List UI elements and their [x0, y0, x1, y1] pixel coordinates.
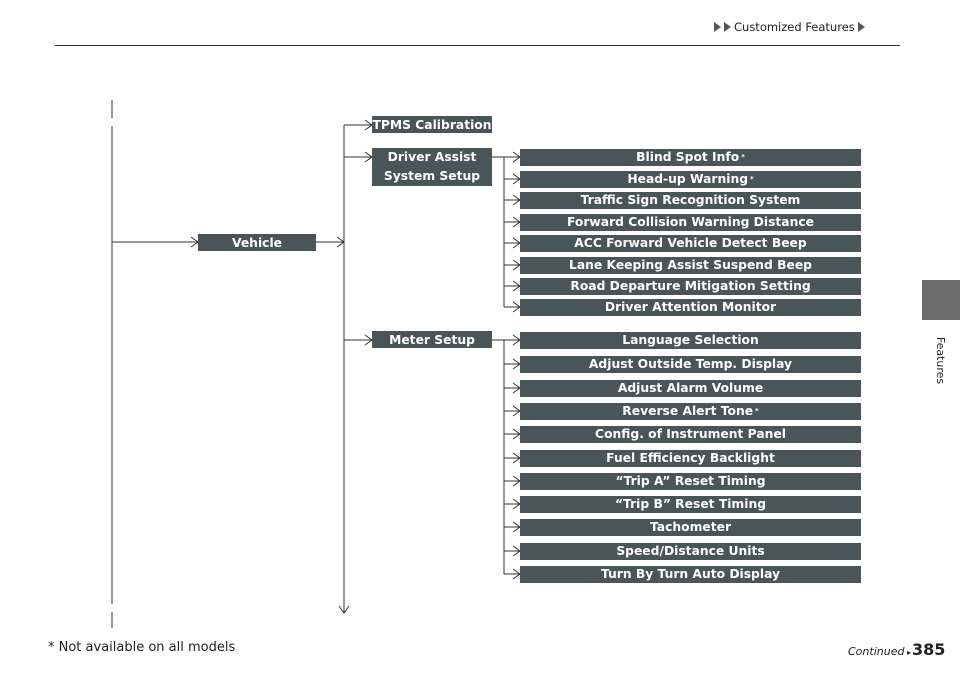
section-tab	[922, 280, 960, 320]
continued-label: Continued ▸	[848, 645, 912, 658]
meter-setup-item: Reverse Alert Tone*	[520, 402, 861, 420]
meter-setup-item: Speed/Distance Units	[520, 542, 861, 560]
vehicle-label: Vehicle	[198, 234, 316, 251]
driver-assist-item: Traffic Sign Recognition System	[520, 191, 861, 209]
meter-setup-item-label: “Trip B” Reset Timing	[614, 497, 767, 511]
driver-assist-item-label: ACC Forward Vehicle Detect Beep	[574, 236, 807, 250]
meter-setup-label: Meter Setup	[372, 331, 492, 348]
meter-setup-item: Adjust Alarm Volume	[520, 379, 861, 397]
meter-setup-item: Tachometer	[520, 518, 861, 536]
arrow-right-icon	[714, 22, 721, 32]
driver-assist-item-label: Blind Spot Info	[636, 150, 740, 164]
driver-assist-item-label: Lane Keeping Assist Suspend Beep	[569, 258, 812, 272]
meter-setup-item: Turn By Turn Auto Display	[520, 565, 861, 583]
driver-assist-line2: System Setup	[383, 169, 481, 183]
footnote: * Not available on all models	[48, 640, 236, 655]
meter-setup-item-label: Language Selection	[622, 333, 759, 347]
driver-assist-line1: Driver Assist	[387, 150, 477, 164]
breadcrumb-label: Customized Features	[734, 20, 855, 34]
meter-setup-item-label: Fuel Efficiency Backlight	[606, 451, 775, 465]
breadcrumb: Customized Features	[714, 18, 865, 36]
driver-assist-item-label: Driver Attention Monitor	[604, 300, 777, 314]
arrow-right-icon: ▸	[904, 648, 912, 657]
driver-assist-item-label: Forward Collision Warning Distance	[567, 215, 814, 229]
driver-assist-item: Blind Spot Info*	[520, 148, 861, 166]
meter-setup-item: Fuel Efficiency Backlight	[520, 449, 861, 467]
driver-assist-item: Forward Collision Warning Distance	[520, 213, 861, 231]
meter-setup-item-label: Adjust Outside Temp. Display	[588, 357, 793, 371]
meter-setup-item: Adjust Outside Temp. Display	[520, 355, 861, 373]
meter-setup-item-label: Turn By Turn Auto Display	[600, 567, 781, 581]
page-number: 385	[912, 640, 946, 659]
arrow-right-icon	[857, 22, 865, 32]
meter-setup-item-label: Tachometer	[649, 520, 732, 534]
driver-assist-item: ACC Forward Vehicle Detect Beep	[520, 234, 861, 252]
meter-setup-item-label: Reverse Alert Tone	[622, 404, 754, 418]
tpms-calibration-label: TPMS Calibration	[372, 116, 492, 133]
meter-setup-item-label: Adjust Alarm Volume	[617, 381, 764, 395]
meter-setup-item-label: Config. of Instrument Panel	[595, 427, 786, 441]
meter-setup-item: Language Selection	[520, 331, 861, 349]
driver-assist-item: Road Departure Mitigation Setting	[520, 277, 861, 295]
driver-assist-item-label: Head-up Warning	[627, 172, 748, 186]
driver-assist-item: Lane Keeping Assist Suspend Beep	[520, 256, 861, 274]
meter-setup-item: Config. of Instrument Panel	[520, 425, 861, 443]
meter-setup-item: “Trip B” Reset Timing	[520, 495, 861, 513]
driver-assist-item-label: Road Departure Mitigation Setting	[570, 279, 811, 293]
header-rule	[55, 45, 900, 46]
driver-assist-item-label: Traffic Sign Recognition System	[580, 193, 801, 207]
meter-setup-item: “Trip A” Reset Timing	[520, 472, 861, 490]
driver-assist-item: Driver Attention Monitor	[520, 298, 861, 316]
meter-setup-item-label: Speed/Distance Units	[616, 544, 765, 558]
driver-assist-label: Driver Assist System Setup	[372, 148, 492, 186]
arrow-right-icon	[724, 22, 731, 32]
driver-assist-item: Head-up Warning*	[520, 170, 861, 188]
meter-setup-item-label: “Trip A” Reset Timing	[615, 474, 766, 488]
